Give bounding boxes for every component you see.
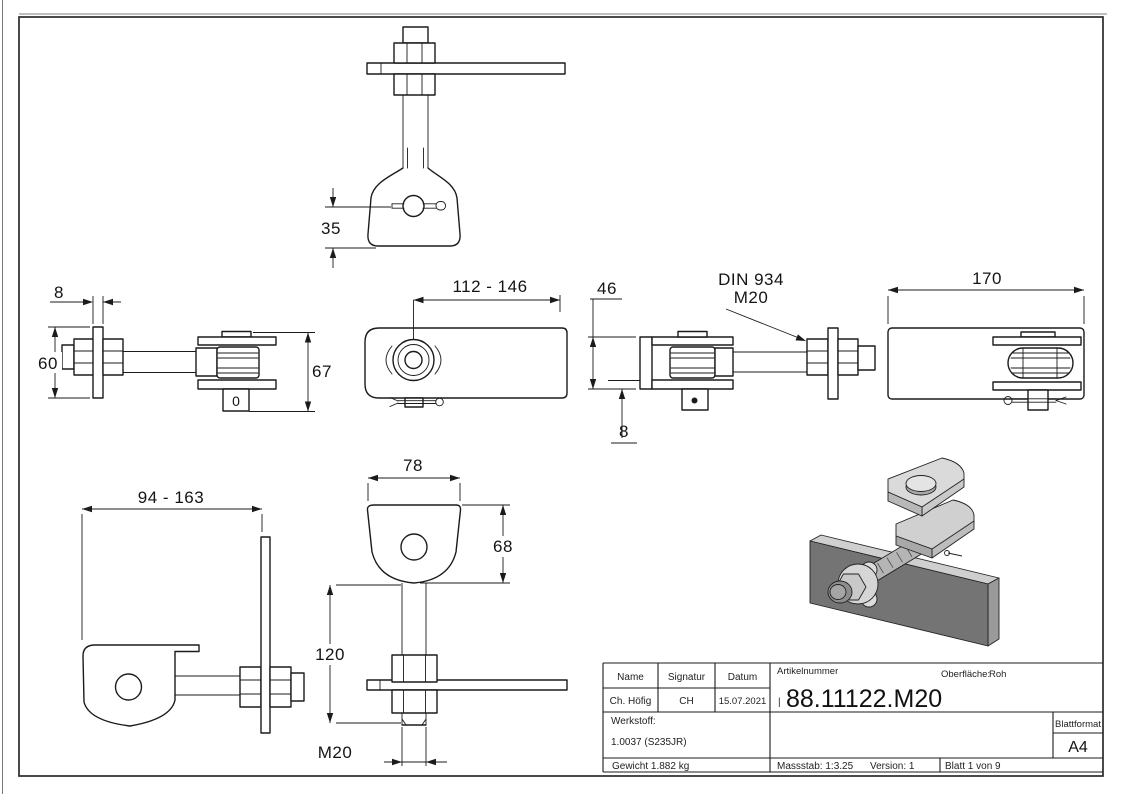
view-side-left: 0 8 60 67 (36, 283, 332, 412)
note-din934-label: DIN 934 (718, 270, 784, 289)
titleblock-massstab: Massstab: 1:3.25 (777, 761, 854, 772)
title-block-grid (602, 662, 1103, 773)
titleblock-val-name: Ch. Höfig (610, 696, 652, 707)
titleblock-oberflaeche-label: Oberfläche: (941, 669, 990, 680)
titleblock-version: Version: 1 (870, 761, 915, 772)
titleblock-val-datum: 15.07.2021 (719, 696, 767, 707)
view-far-right: 170 (887, 269, 1085, 411)
view-bottom-front: 78 68 120 M20 (313, 456, 568, 766)
titleblock-artikelnummer-value: 88.11122.M20 (786, 685, 942, 713)
dim-46-group: 46 (588, 279, 636, 390)
titleblock-val-signatur: CH (679, 696, 693, 707)
titleblock-blattformat-value: A4 (1068, 739, 1088, 756)
view-top: 112 - 146 (364, 277, 568, 408)
view-front-bolt: 35 (321, 26, 566, 268)
note-din-m20-label: M20 (734, 288, 769, 307)
view-iso-3d (809, 457, 1000, 647)
dim-78-label: 78 (403, 456, 423, 475)
dim-112-146-label: 112 - 146 (452, 277, 527, 296)
dim-60-label: 60 (38, 354, 58, 373)
title-block: Name Signatur Datum Ch. Höfig CH 15.07.2… (602, 662, 1103, 773)
dim-67-label: 67 (312, 362, 332, 381)
artikelnummer-prefix-mark: | (778, 697, 781, 708)
dim-94-163-label: 94 - 163 (138, 488, 204, 507)
titleblock-col-signatur: Signatur (668, 672, 706, 683)
titleblock-gewicht: Gewicht 1.882 kg (612, 761, 689, 772)
titleblock-werkstoff-label: Werkstoff: (611, 716, 656, 727)
dim-68-label: 68 (493, 537, 513, 556)
dim-8-left-label: 8 (54, 283, 64, 302)
titleblock-oberflaeche-value: Roh (989, 669, 1006, 680)
dim-8-right-label: 8 (619, 422, 629, 441)
titleblock-artikelnummer-label: Artikelnummer (777, 666, 838, 677)
dim-46-label: 46 (597, 279, 617, 298)
dim-170-label: 170 (972, 269, 1002, 288)
view-side-right: DIN 934 M20 (639, 270, 876, 411)
dim-0-label: 0 (232, 393, 240, 409)
view-bottom-left: 94 - 163 (81, 488, 305, 734)
dim-m20-label: M20 (318, 743, 353, 762)
titleblock-werkstoff-value: 1.0037 (S235JR) (611, 737, 687, 748)
titleblock-col-name: Name (617, 672, 644, 683)
dim-8-right-group: 8 (608, 380, 650, 444)
dim-35-label: 35 (321, 219, 341, 238)
dim-120-label: 120 (315, 645, 345, 664)
titleblock-blatt: Blatt 1 von 9 (945, 761, 1001, 772)
titleblock-blattformat-label: Blattformat (1055, 719, 1101, 730)
titleblock-col-datum: Datum (728, 672, 757, 683)
